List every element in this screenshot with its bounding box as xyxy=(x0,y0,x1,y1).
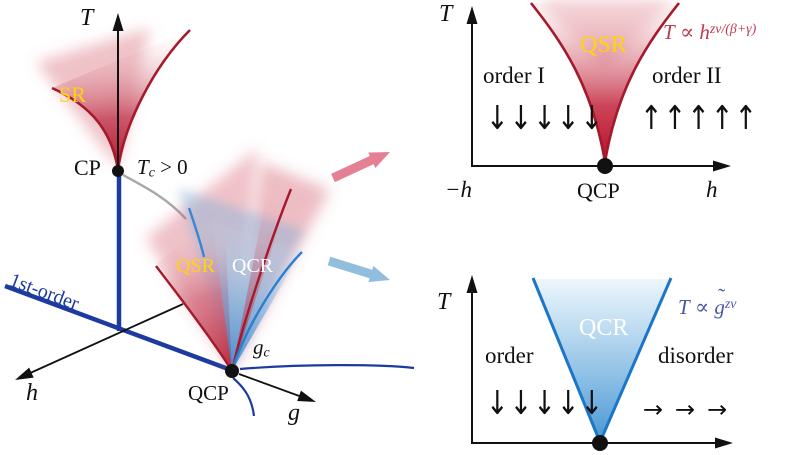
up-spins-icon-tr: ↑↑↑↑↑ xyxy=(640,99,759,138)
order-two-label: order II xyxy=(652,63,722,88)
fan-blue-right-edge xyxy=(230,251,303,372)
order-label-br: order xyxy=(485,343,534,368)
crossover-line-right xyxy=(239,364,415,371)
g-axis-arrowhead xyxy=(297,390,316,402)
tc-label: Tc > 0 xyxy=(137,155,188,180)
sr-left-edge xyxy=(51,86,120,171)
qcp-point-bottom-right xyxy=(592,435,608,451)
phase-boundary-curve xyxy=(232,377,256,417)
right-spins-icon-br: → → → xyxy=(642,397,730,423)
g-axis-label: g xyxy=(288,400,300,426)
qcr-cone-fill-br xyxy=(533,279,671,442)
disorder-label-br: disorder xyxy=(658,343,734,368)
pink-arrow-icon xyxy=(331,152,390,183)
tc-critical-line xyxy=(122,173,187,220)
order-one-label: order I xyxy=(483,63,545,88)
qsr-funnel xyxy=(529,0,681,163)
h-axis-arrowhead-tr xyxy=(713,160,731,172)
gc-label: gc xyxy=(253,335,270,360)
sr-fill xyxy=(52,30,190,170)
fan-blue-left-edge xyxy=(187,207,206,258)
t-axis-arrowhead xyxy=(112,13,124,31)
blue-arrow-icon xyxy=(327,256,390,283)
fan-red-right-edge xyxy=(230,188,293,372)
qcr-scaling-formula: T ∝ ˜gzν xyxy=(678,284,737,319)
minus-h-label: −h xyxy=(445,177,473,202)
qcp-point-left xyxy=(225,364,239,378)
qsr-region-label-left: QSR xyxy=(176,255,215,277)
cp-label: CP xyxy=(74,155,101,180)
g-axis-arrowhead-br xyxy=(715,437,733,449)
qcp-label-left: QCP xyxy=(188,381,229,405)
qcr-right-edge xyxy=(598,277,673,443)
qcr-region-label-left: QCR xyxy=(232,255,274,277)
t-axis-arrowhead-br xyxy=(466,275,478,293)
down-spins-icon-tr: ↓↓↓↓↓ xyxy=(486,99,605,138)
qcr-cone-panel xyxy=(531,277,673,443)
qsr-funnel-right-edge xyxy=(603,2,681,163)
qcr-left-edge xyxy=(531,277,602,443)
down-spins-icon-br: ↓↓↓↓↓ xyxy=(486,384,605,423)
qsr-funnel-left-edge xyxy=(529,2,607,163)
sr-cone xyxy=(36,28,191,171)
sr-right-edge xyxy=(116,29,191,171)
h-axis-left xyxy=(15,303,184,380)
sr-region-label: SR xyxy=(59,82,86,107)
t-axis-arrowhead-tr xyxy=(466,6,478,24)
h-axis-label-left: h xyxy=(26,380,38,406)
qsr-right-cone-fill xyxy=(232,188,292,371)
h-axis-arrowhead xyxy=(15,367,34,380)
qsr-region-label-tr: QSR xyxy=(580,32,627,58)
t-axis-left xyxy=(112,13,124,167)
t-axis-label-br: T xyxy=(437,289,451,315)
first-order-diagonal-line xyxy=(4,283,232,373)
qsr-scaling-formula: T ∝ hzν/(β+γ) xyxy=(663,20,757,44)
fan-red-left-edge xyxy=(155,265,234,372)
qcp-label-tr: QCP xyxy=(577,178,620,203)
g-axis xyxy=(238,373,316,402)
qcr-region-label-br: QCR xyxy=(579,315,629,341)
h-axis-label-tr: h xyxy=(706,177,718,202)
t-axis-label-tr: T xyxy=(439,1,453,27)
qcr-cone-fill xyxy=(212,222,302,371)
t-axis-label-left: T xyxy=(80,5,94,31)
qsr-funnel-fill xyxy=(531,3,679,162)
cp-point xyxy=(112,165,124,177)
qcp-fan xyxy=(146,148,330,372)
qsr-cone-fill xyxy=(157,209,232,371)
qcp-point-top-right xyxy=(597,158,613,174)
